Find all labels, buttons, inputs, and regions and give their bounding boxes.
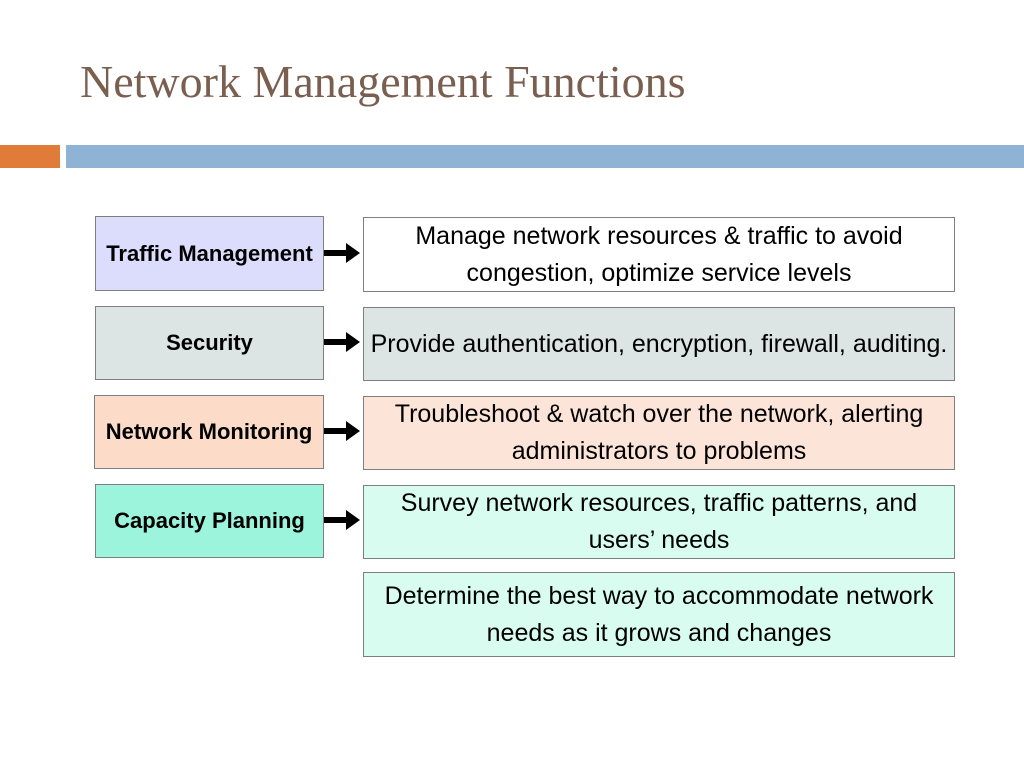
accent-bar-orange xyxy=(0,145,60,168)
function-label-network-monitoring: Network Monitoring xyxy=(94,395,324,469)
function-description-network-monitoring: Troubleshoot & watch over the network, a… xyxy=(363,396,955,470)
function-description-capacity-growth: Determine the best way to accommodate ne… xyxy=(363,572,955,657)
right-arrow-icon xyxy=(324,508,360,532)
slide-title: Network Management Functions xyxy=(80,56,686,107)
function-label-traffic-management: Traffic Management xyxy=(95,216,324,291)
function-description-security: Provide authentication, encryption, fire… xyxy=(363,307,955,381)
accent-bar-blue xyxy=(66,145,1024,168)
function-description-capacity-planning: Survey network resources, traffic patter… xyxy=(363,485,955,559)
right-arrow-icon xyxy=(324,241,360,265)
right-arrow-icon xyxy=(324,419,360,443)
function-description-traffic-management: Manage network resources & traffic to av… xyxy=(363,217,955,292)
function-label-security: Security xyxy=(95,306,324,380)
function-label-capacity-planning: Capacity Planning xyxy=(95,484,324,558)
right-arrow-icon xyxy=(324,330,360,354)
